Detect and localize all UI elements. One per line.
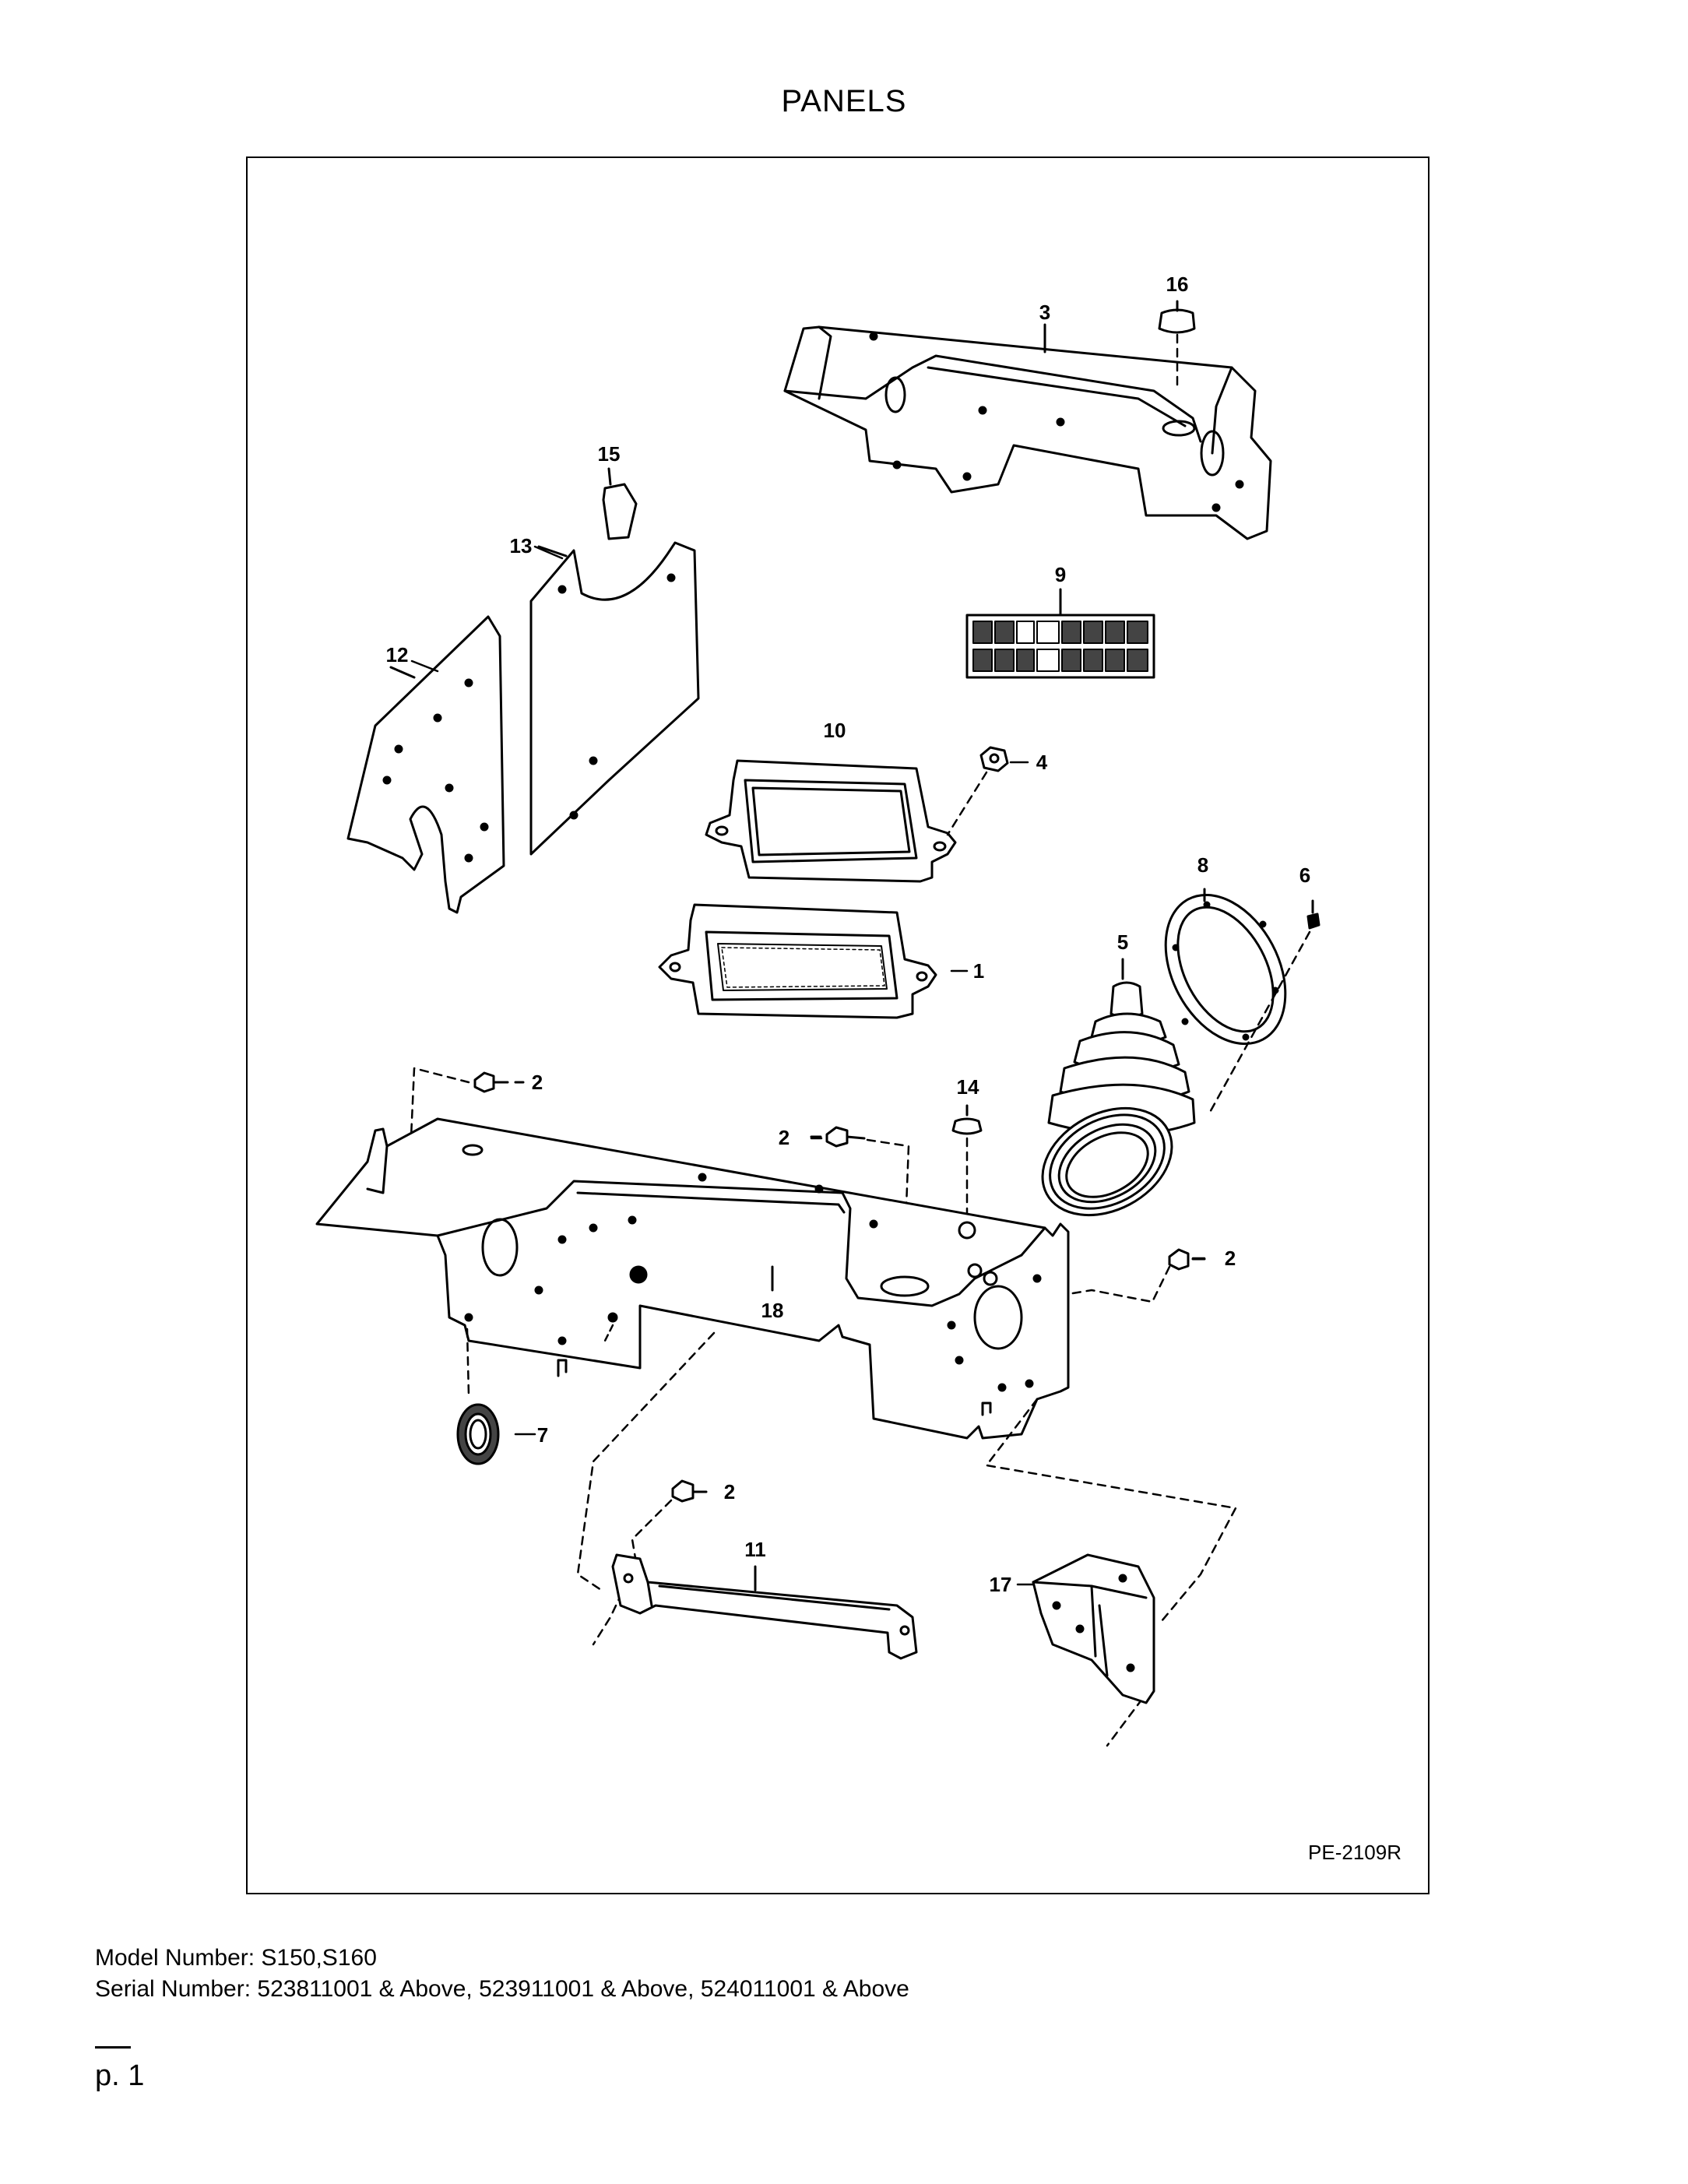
side-panel-12 — [346, 615, 505, 914]
plug-14 — [951, 1104, 983, 1218]
callout-11: 11 — [744, 1538, 766, 1561]
bumper-15 — [602, 467, 638, 540]
callout-16: 16 — [1166, 273, 1189, 296]
callout-6: 6 — [1299, 863, 1310, 887]
callout-3: 3 — [1039, 301, 1050, 324]
bar-11 — [611, 1553, 918, 1660]
model-number: Model Number: S150,S160 — [95, 1945, 377, 1971]
nut-4 — [946, 746, 1009, 836]
callout-4: 4 — [1036, 751, 1048, 774]
boot-5 — [1041, 958, 1196, 1217]
decal-9 — [965, 588, 1155, 679]
footer-rule — [95, 2046, 131, 2049]
page-title: PANELS — [781, 84, 907, 118]
grommet-7 — [456, 1328, 500, 1465]
serial-number: Serial Number: 523811001 & Above, 523911… — [95, 1976, 909, 2002]
callout-7: 7 — [537, 1423, 548, 1447]
page-number: p. 1 — [95, 2059, 145, 2092]
callout-1: 1 — [973, 959, 984, 983]
callout-17: 17 — [990, 1573, 1012, 1596]
callout-2d: 2 — [724, 1480, 735, 1503]
gasket-1 — [658, 903, 937, 1019]
leader-line-17-lower — [1106, 1697, 1144, 1747]
bolt-2-lower — [592, 1479, 708, 1646]
plug-16 — [1158, 300, 1196, 392]
lower-panel-18 — [315, 1117, 1070, 1440]
callout-8: 8 — [1197, 853, 1208, 877]
ring-8 — [1164, 888, 1287, 1046]
exploded-parts-diagram: 16 3 15 13 9 12 10 4 8 6 5 1 2 14 2 2 18… — [315, 273, 1321, 1747]
callout-2b: 2 — [779, 1126, 789, 1149]
callout-2a: 2 — [532, 1071, 543, 1094]
model-info: Model Number: S150,S160 Serial Number: 5… — [95, 1943, 909, 2005]
drawing-id: PE-2109R — [1308, 1841, 1401, 1864]
callout-12: 12 — [386, 643, 409, 666]
bolt-2-right — [1067, 1248, 1206, 1303]
callout-15: 15 — [598, 442, 621, 466]
callout-9: 9 — [1055, 563, 1066, 586]
callout-5: 5 — [1117, 930, 1128, 954]
leader-line-11 — [576, 1331, 716, 1591]
callout-2c: 2 — [1225, 1247, 1236, 1270]
callout-labels: 16 3 15 13 9 12 10 4 8 6 5 1 2 14 2 2 18… — [386, 273, 1311, 1596]
upper-panel-3 — [783, 323, 1272, 540]
callout-leaders — [410, 545, 1206, 1586]
callout-14: 14 — [957, 1075, 979, 1099]
parts-diagram-frame: 16 3 15 13 9 12 10 4 8 6 5 1 2 14 2 2 18… — [246, 157, 1430, 1894]
callout-10: 10 — [824, 719, 846, 742]
cover-frame-10 — [705, 759, 957, 883]
leader-line-17 — [985, 1398, 1237, 1623]
screw-6 — [1207, 899, 1321, 1117]
callout-18: 18 — [761, 1299, 784, 1322]
side-panel-13 — [529, 541, 700, 856]
callout-13: 13 — [510, 534, 533, 557]
bracket-17 — [1032, 1553, 1155, 1704]
